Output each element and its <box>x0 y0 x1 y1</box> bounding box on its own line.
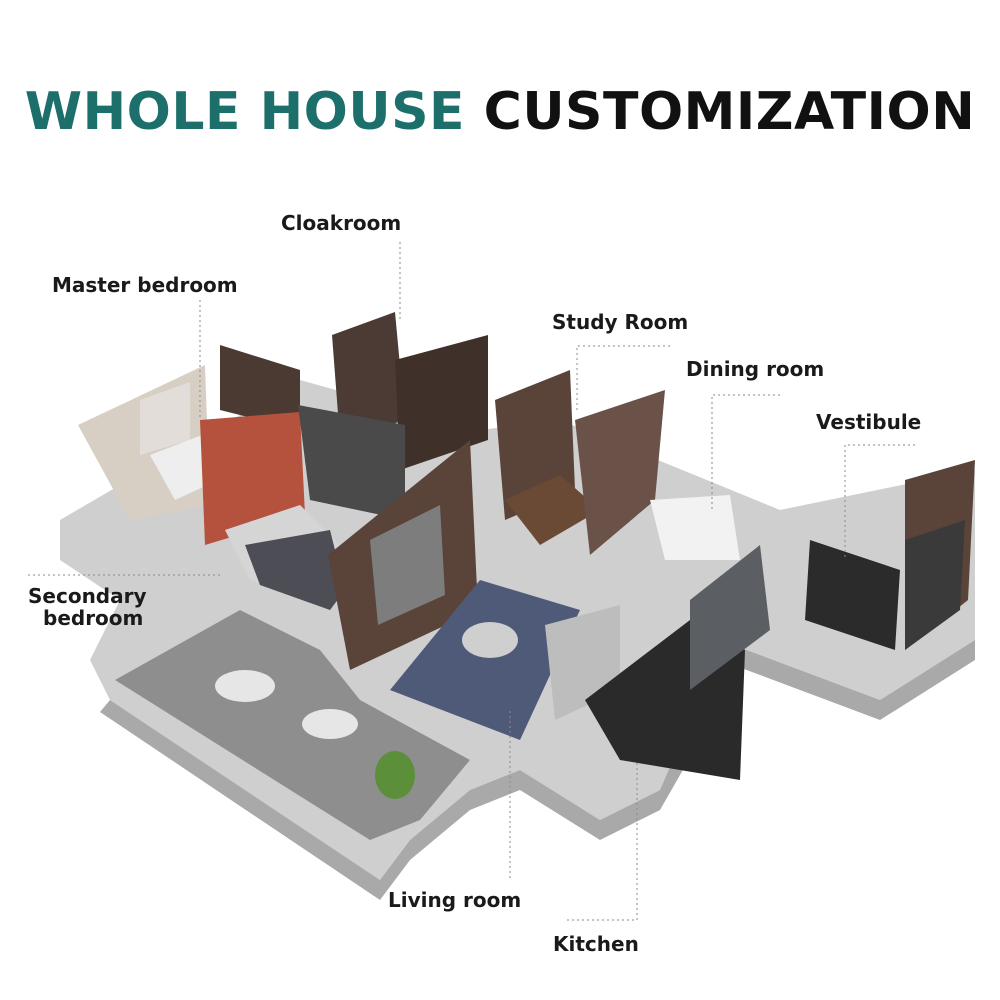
leader-line-study-room <box>576 345 670 410</box>
label-cloakroom: Cloakroom <box>281 211 402 235</box>
label-master-bedroom: Master bedroom <box>52 273 238 297</box>
label-study-room: Study Room <box>552 310 689 334</box>
tv-wall <box>328 440 478 670</box>
master-bedroom-area <box>78 345 305 545</box>
dining-room-area <box>575 390 740 560</box>
label-living-room: Living room <box>388 888 522 912</box>
label-vestibule: Vestibule <box>816 410 922 434</box>
leader-lines <box>28 242 915 921</box>
label-secondary-bedroom-line2: bedroom <box>43 606 144 630</box>
leader-line-kitchen <box>567 760 638 921</box>
label-kitchen: Kitchen <box>553 932 639 956</box>
label-secondary-bedroom-line1: Secondary <box>28 584 147 608</box>
vestibule-area <box>805 460 975 650</box>
leader-line-vestibule <box>844 444 915 560</box>
balcony-furniture <box>215 670 415 799</box>
title-main: CUSTOMIZATION <box>483 82 976 142</box>
study-room-area <box>495 370 600 545</box>
plant <box>375 751 415 799</box>
coffee-table <box>462 622 518 658</box>
cloakroom-area <box>298 312 488 520</box>
kitchen-area <box>585 545 770 780</box>
title-accent: WHOLE HOUSE <box>24 82 466 142</box>
label-dining-room: Dining room <box>686 357 825 381</box>
secondary-bedroom-area <box>225 505 345 610</box>
page-title: WHOLE HOUSE CUSTOMIZATION <box>0 80 1000 144</box>
